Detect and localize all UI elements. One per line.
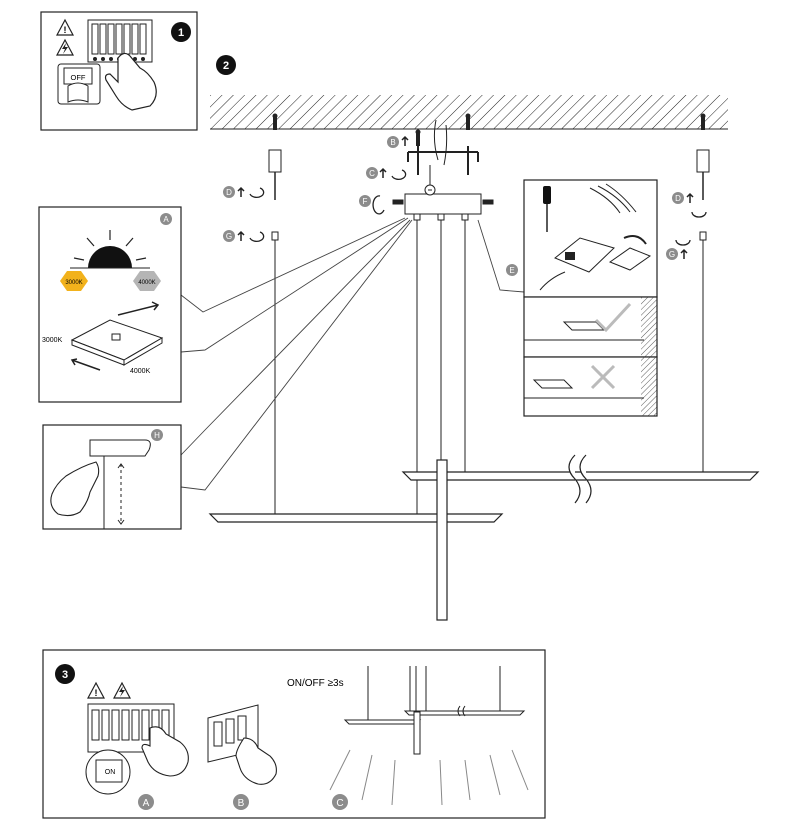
warm-hex: 3000K <box>60 271 88 291</box>
svg-text:!: ! <box>64 25 67 35</box>
remote-plate <box>70 301 164 371</box>
right-ceiling-anchor <box>696 149 710 472</box>
on-label: ON <box>105 769 116 776</box>
callout-g-left: G <box>223 230 265 243</box>
left-ceiling-anchor <box>268 149 282 515</box>
warning-icon: ! <box>56 18 74 36</box>
svg-text:G: G <box>669 250 675 259</box>
svg-text:F: F <box>363 197 368 206</box>
callout-c: C <box>366 167 407 181</box>
panel-h-height-adjust: H <box>42 424 182 530</box>
hand-icon <box>50 461 100 517</box>
svg-text:4000K: 4000K <box>138 280 155 286</box>
hand-icon <box>235 737 277 785</box>
luminaire-on <box>343 666 526 755</box>
hand-icon <box>141 726 189 777</box>
svg-text:3: 3 <box>62 669 68 681</box>
light-rays <box>329 749 529 806</box>
step-3-badge: 3 <box>55 664 75 684</box>
svg-text:H: H <box>154 431 160 440</box>
luminaire <box>208 454 760 621</box>
panel-3-badge-a: A <box>138 794 154 810</box>
panel-3-power-on: 3 ! ON ON/OFF ≥3s <box>42 649 546 819</box>
callout-lines <box>180 217 525 491</box>
panel-3-badge-b: B <box>233 794 249 810</box>
svg-text:B: B <box>238 798 245 809</box>
svg-text:B: B <box>390 138 395 147</box>
check-icon <box>594 302 632 333</box>
step-2-badge: 2 <box>216 55 236 75</box>
callout-g-right: G <box>666 239 691 260</box>
off-label: OFF <box>71 73 86 82</box>
suspension-wires <box>416 220 466 515</box>
cool-hex: 4000K <box>133 271 161 291</box>
step-1-badge: 1 <box>171 22 191 42</box>
callout-d-right: D <box>672 192 707 218</box>
sun-icon <box>70 230 150 269</box>
svg-text:D: D <box>675 194 681 203</box>
panel-3-badge-c: C <box>332 794 348 810</box>
on-switch-icon: ON <box>85 749 131 795</box>
panel-a-color-temperature: A 3000K 4000K <box>38 206 182 403</box>
hand-icon <box>104 52 157 111</box>
svg-text:E: E <box>509 266 514 275</box>
screwdriver-icon <box>543 186 551 232</box>
svg-text:A: A <box>143 798 150 809</box>
off-switch-icon: OFF <box>57 63 101 105</box>
rotate-arrow-icon <box>391 169 407 181</box>
svg-text:D: D <box>226 188 232 197</box>
callout-d-left: D <box>223 186 265 199</box>
screw-icon <box>272 113 706 146</box>
svg-text:1: 1 <box>178 27 184 39</box>
lightning-icon <box>56 38 74 56</box>
canopy <box>392 184 494 221</box>
panel-1-power-off: ! OFF <box>40 11 198 131</box>
callout-f: F <box>359 195 385 215</box>
left-temp-label: 3000K <box>42 337 63 344</box>
bottom-temp-label: 4000K <box>130 368 151 375</box>
panel-e-wiring <box>523 179 658 417</box>
svg-text:!: ! <box>95 688 98 698</box>
svg-text:C: C <box>336 798 343 809</box>
svg-text:C: C <box>369 169 375 178</box>
svg-text:G: G <box>226 232 232 241</box>
callout-e: E <box>506 264 518 276</box>
svg-text:A: A <box>163 215 169 224</box>
switch-duration-text: ON/OFF ≥3s <box>287 678 344 689</box>
callout-b: B <box>387 135 409 148</box>
svg-text:3000K: 3000K <box>65 280 82 286</box>
lightning-icon <box>113 681 131 699</box>
cross-icon <box>590 364 616 390</box>
svg-text:2: 2 <box>223 60 229 72</box>
warning-icon: ! <box>87 681 105 699</box>
